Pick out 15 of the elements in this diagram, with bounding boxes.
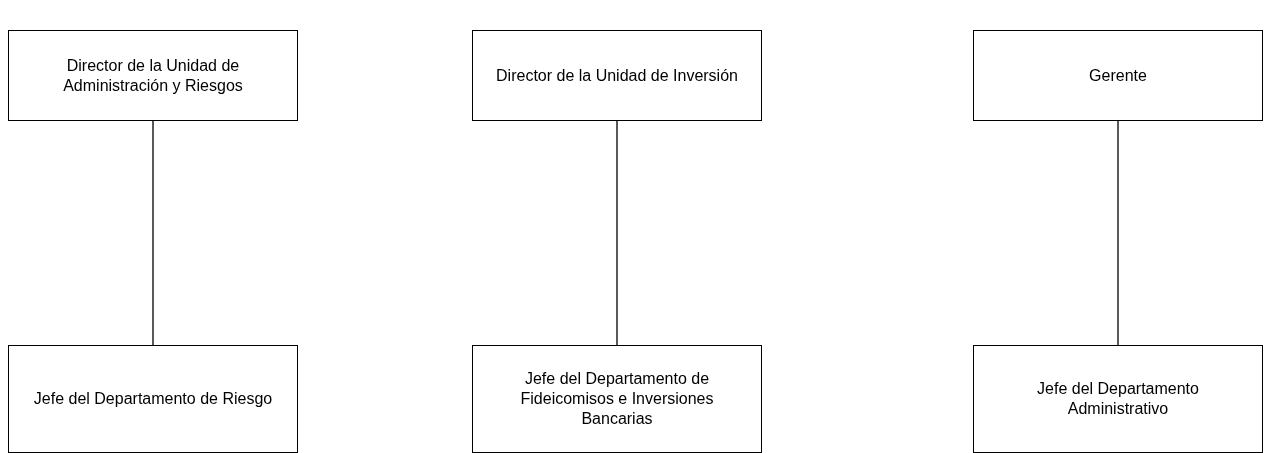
connector-line (152, 120, 154, 346)
position-title: Gerente (1089, 65, 1147, 86)
connector-line (616, 120, 618, 346)
org-box (973, 30, 1263, 121)
position-title: Director de la Unidad de Administración y Riesgos (62, 55, 244, 96)
position-title: Director de la Unidad de Inversión (496, 65, 738, 86)
position-title: Jefe del Departamento de Riesgo (33, 389, 273, 409)
org-box (8, 30, 298, 121)
connector-line (1117, 120, 1119, 346)
org-box (973, 345, 1263, 453)
position-title: Jefe del Departamento Administrativo (1036, 379, 1200, 419)
org-box (472, 30, 762, 121)
position-title: Jefe del Departamento de Fideicomisos e Inversiones Bancarias (519, 369, 715, 429)
org-box (8, 345, 298, 453)
org-box (472, 345, 762, 453)
